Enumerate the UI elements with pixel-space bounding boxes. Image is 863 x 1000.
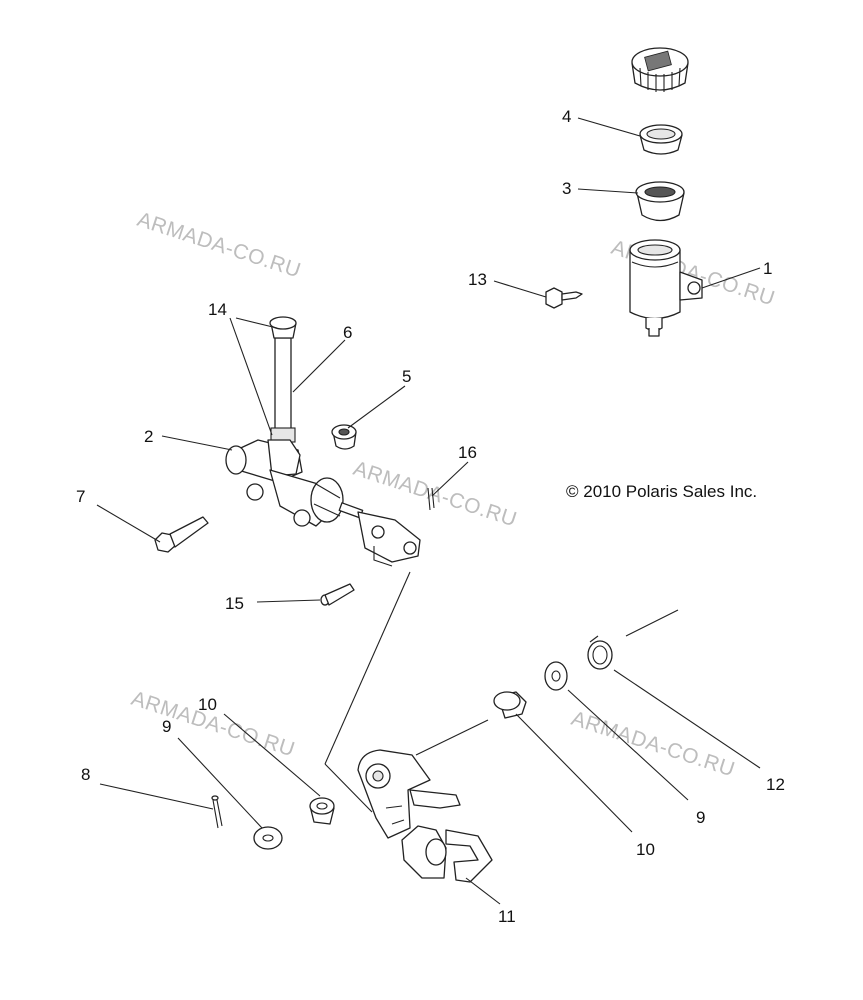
watermark-1: ARMADA-CO.RU: [134, 208, 303, 283]
hose-part-6: [269, 316, 297, 443]
master-cylinder-part-2: [225, 439, 421, 567]
callout-5: 5: [402, 367, 411, 386]
washer-part-9-left: [253, 826, 283, 850]
callout-7: 7: [76, 487, 85, 506]
callout-9-right: 9: [696, 808, 705, 827]
callout-13: 13: [468, 270, 487, 289]
cotter-pin-part-8: [211, 795, 223, 829]
bushing-part-10-left: [309, 797, 335, 825]
callouts: 1 2 3 4 5 6 7 8 9 9 10 10 11 12 13 14 15…: [76, 107, 785, 926]
spring-clip-part-12: [587, 635, 613, 670]
screw-part-13: [545, 287, 583, 309]
pin-part-15: [320, 583, 355, 606]
seal-part-3: [635, 181, 685, 222]
leader-lines: [96, 117, 761, 905]
callout-3: 3: [562, 179, 571, 198]
reservoir-part-1: [629, 239, 703, 337]
bolt-part-7: [154, 516, 209, 553]
callout-8: 8: [81, 765, 90, 784]
diaphragm-part-4: [639, 124, 683, 155]
callout-12: 12: [766, 775, 785, 794]
callout-6: 6: [343, 323, 352, 342]
callout-10-left: 10: [198, 695, 217, 714]
callout-10-right: 10: [636, 840, 655, 859]
callout-15: 15: [225, 594, 244, 613]
callout-1: 1: [763, 259, 772, 278]
callout-11: 11: [498, 907, 516, 926]
callout-9-left: 9: [162, 717, 171, 736]
reservoir-cap: [631, 47, 689, 92]
copyright-text: © 2010 Polaris Sales Inc.: [566, 482, 757, 501]
grommet-part-5: [331, 424, 357, 450]
callout-2: 2: [144, 427, 153, 446]
bushing-part-10-right: [493, 691, 527, 719]
callout-16: 16: [458, 443, 477, 462]
washer-part-9-right: [544, 661, 568, 691]
pedal-bracket-part-11: [357, 749, 493, 883]
watermark-5: ARMADA-CO.RU: [568, 707, 737, 782]
callout-14: 14: [208, 300, 227, 319]
clip-part-16: [427, 487, 435, 511]
callout-4: 4: [562, 107, 571, 126]
